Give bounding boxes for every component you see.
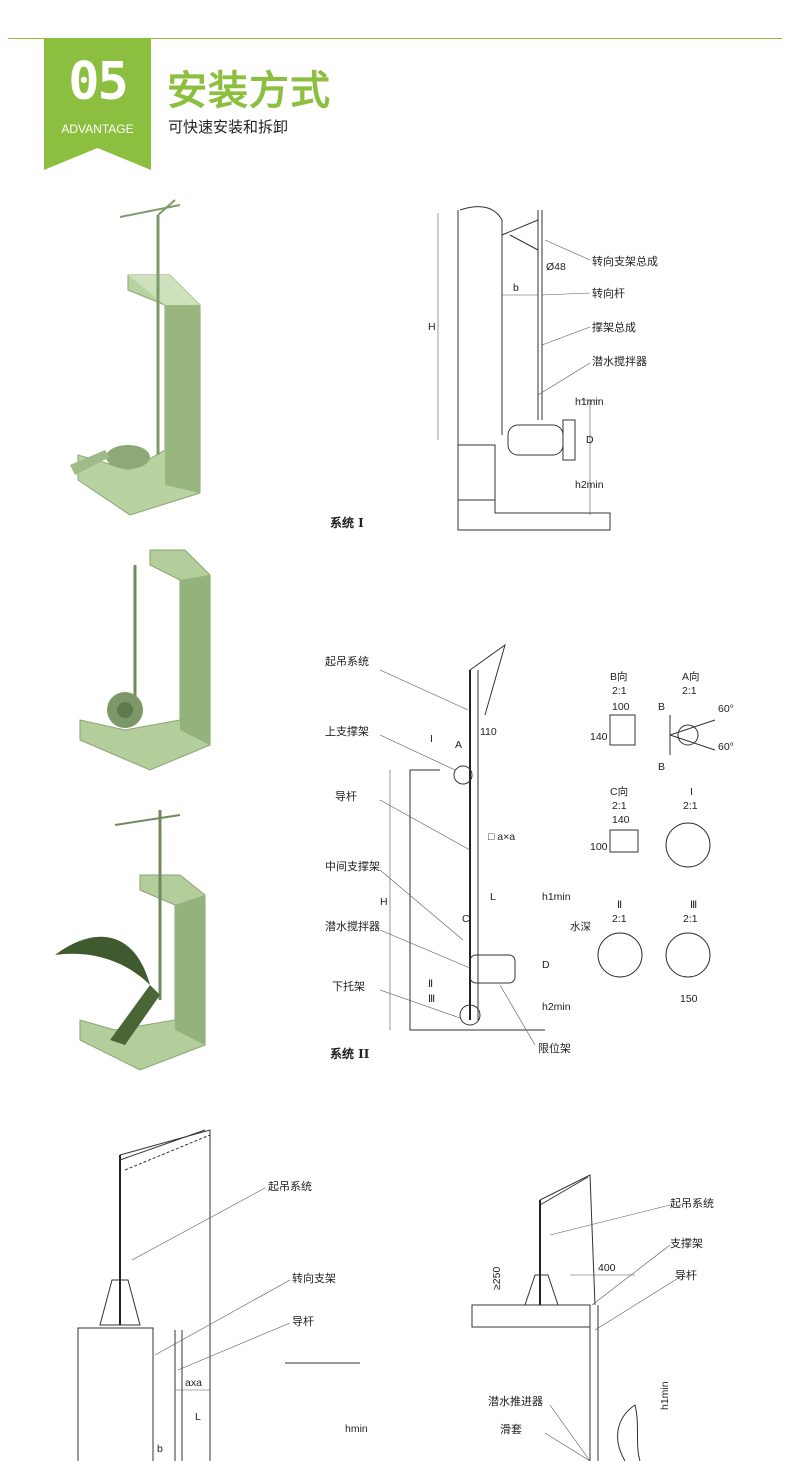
svg-text:B向: B向 bbox=[610, 670, 628, 683]
label-steering-rod: 转向杆 bbox=[592, 286, 625, 300]
s2-mark-I: I bbox=[430, 733, 433, 745]
detail-iii-view: Ⅲ 2:1 150 bbox=[665, 899, 711, 1005]
s2-label-lift: 起吊系统 bbox=[325, 655, 369, 668]
s3-label-steering-bracket: 转向支架 bbox=[292, 1271, 336, 1285]
s2-dim-110: 110 bbox=[480, 726, 497, 738]
svg-text:150: 150 bbox=[680, 993, 698, 1005]
s2-dim-depth: 水深 bbox=[570, 921, 591, 933]
s4-dim-h1min: h1min bbox=[659, 1381, 671, 1410]
label-mixer: 潜水搅拌器 bbox=[592, 354, 647, 368]
svg-text:Ⅱ: Ⅱ bbox=[617, 899, 622, 911]
svg-text:I: I bbox=[690, 786, 693, 798]
s4-label-lift: 起吊系统 bbox=[670, 1197, 714, 1210]
render-wall-mount-3 bbox=[55, 810, 206, 1071]
s2-mark-A: A bbox=[455, 739, 462, 751]
detail-ii-view: Ⅱ 2:1 bbox=[597, 899, 643, 978]
dim-diameter: Ø48 bbox=[546, 261, 566, 273]
svg-text:Ⅲ: Ⅲ bbox=[690, 899, 697, 911]
s2-label-limit-frame: 限位架 bbox=[538, 1041, 571, 1055]
dim-b: b bbox=[513, 282, 519, 294]
s3-label-lift: 起吊系统 bbox=[268, 1180, 312, 1193]
s3-dim-axa: axa bbox=[185, 1377, 202, 1389]
s4-dim-400: 400 bbox=[598, 1262, 616, 1274]
badge-shape bbox=[44, 38, 151, 170]
render-wall-mount-1 bbox=[70, 199, 201, 516]
caption-system-1: 系统 I bbox=[330, 515, 364, 530]
svg-text:C向: C向 bbox=[610, 785, 628, 798]
s2-label-middle-support: 中间支撑架 bbox=[325, 859, 380, 873]
system-2-diagram: H 110 □ a×a L h1min D h2min 水深 I A C Ⅱ Ⅲ… bbox=[325, 643, 734, 1061]
s4-label-sleeve: 滑套 bbox=[500, 1423, 522, 1436]
svg-text:2:1: 2:1 bbox=[683, 913, 698, 925]
render-wall-mount-2 bbox=[79, 549, 211, 771]
s2-dim-h2min: h2min bbox=[542, 1001, 571, 1013]
label-steering-bracket: 转向支架总成 bbox=[592, 254, 658, 268]
dim-D: D bbox=[586, 434, 594, 446]
svg-text:B: B bbox=[658, 701, 665, 713]
header-divider bbox=[8, 38, 782, 39]
svg-text:2:1: 2:1 bbox=[682, 685, 697, 697]
svg-text:140: 140 bbox=[612, 814, 630, 826]
s4-label-support: 支撑架 bbox=[670, 1236, 703, 1250]
dim-h2min: h2min bbox=[575, 479, 604, 491]
s4-label-guide-rod: 导杆 bbox=[675, 1268, 697, 1282]
system-1-diagram: H b Ø48 h1min D h2min 转向支架总成 转向杆 撑架总成 潜水… bbox=[330, 206, 658, 531]
s2-dim-axa: □ a×a bbox=[488, 831, 515, 843]
system-4-diagram: 400 ≥250 h1min 起吊系统 支撑架 导杆 潜水推进器 滑套 bbox=[471, 1174, 714, 1461]
s2-dim-h1min: h1min bbox=[542, 891, 571, 903]
s2-dim-L: L bbox=[490, 891, 496, 903]
detail-i-view: I 2:1 bbox=[665, 786, 711, 868]
svg-text:100: 100 bbox=[612, 701, 630, 713]
s3-label-guide-rod: 导杆 bbox=[292, 1314, 314, 1328]
svg-text:2:1: 2:1 bbox=[612, 685, 627, 697]
s3-dim-L: L bbox=[195, 1411, 201, 1423]
system-3-diagram: axa L hmin b 起吊系统 转向支架 导杆 bbox=[77, 1129, 368, 1461]
dim-h1min: h1min bbox=[575, 396, 604, 408]
svg-text:B: B bbox=[658, 761, 665, 773]
s2-label-lower-bracket: 下托架 bbox=[332, 979, 365, 993]
detail-b-view: B向 2:1 100 140 bbox=[590, 670, 636, 746]
svg-text:A向: A向 bbox=[682, 670, 700, 683]
page-subtitle: 可快速安装和拆卸 bbox=[168, 118, 289, 136]
s2-label-upper-support: 上支撑架 bbox=[325, 724, 369, 738]
s2-mark-C: C bbox=[462, 913, 470, 925]
svg-text:100: 100 bbox=[590, 841, 608, 853]
page-title: 安装方式 bbox=[167, 68, 331, 114]
s2-label-mixer: 潜水搅拌器 bbox=[325, 919, 380, 933]
s2-dim-H: H bbox=[380, 896, 388, 908]
section-badge: 05 ADVANTAGE bbox=[44, 38, 151, 170]
section-number: 05 bbox=[68, 52, 129, 112]
s2-label-guide-rod: 导杆 bbox=[335, 789, 357, 803]
detail-a-view: A向 2:1 B B 60° 60° bbox=[658, 670, 734, 773]
caption-system-2: 系统 II bbox=[330, 1046, 370, 1061]
section-badge-label: ADVANTAGE bbox=[61, 122, 134, 136]
s2-mark-III: Ⅲ bbox=[428, 993, 435, 1005]
svg-text:2:1: 2:1 bbox=[612, 800, 627, 812]
label-support-frame: 撑架总成 bbox=[592, 320, 636, 334]
s3-dim-b: b bbox=[157, 1443, 163, 1455]
dim-H: H bbox=[428, 321, 436, 333]
s2-dim-D: D bbox=[542, 959, 550, 971]
svg-text:140: 140 bbox=[590, 731, 608, 743]
detail-c-view: C向 2:1 140 100 bbox=[590, 785, 639, 853]
svg-text:60°: 60° bbox=[718, 703, 734, 715]
s4-dim-ge250: ≥250 bbox=[491, 1267, 503, 1290]
s3-dim-hmin: hmin bbox=[345, 1423, 368, 1435]
s2-mark-II: Ⅱ bbox=[428, 978, 433, 990]
svg-text:2:1: 2:1 bbox=[683, 800, 698, 812]
svg-text:2:1: 2:1 bbox=[612, 913, 627, 925]
svg-text:60°: 60° bbox=[718, 741, 734, 753]
s4-label-propeller: 潜水推进器 bbox=[488, 1394, 543, 1408]
